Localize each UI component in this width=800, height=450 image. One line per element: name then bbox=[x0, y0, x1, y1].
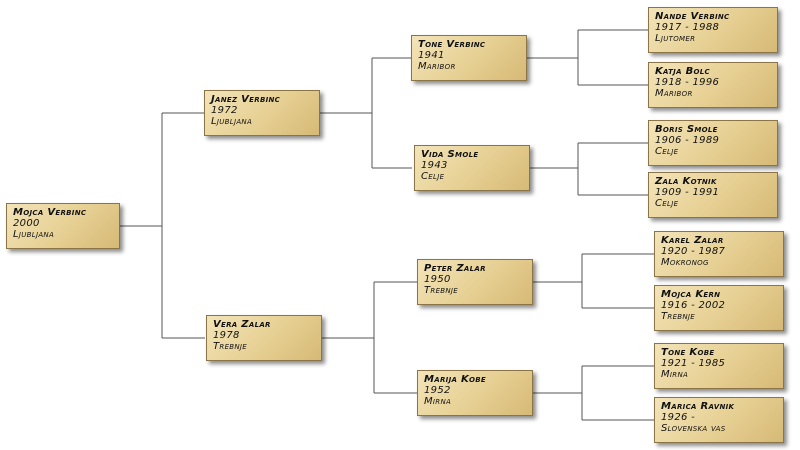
person-date: 1921 - 1985 bbox=[661, 358, 726, 369]
person-name: Vida Smole bbox=[421, 149, 479, 160]
person-date: 1941 bbox=[418, 50, 445, 61]
person-name: Tone Verbinc bbox=[418, 39, 486, 50]
person-date: 1978 bbox=[213, 330, 240, 341]
person-place: Celje bbox=[421, 171, 445, 182]
person-date: 1909 - 1991 bbox=[655, 187, 720, 198]
person-name: Mojca Kern bbox=[661, 289, 721, 300]
person-date: 1950 bbox=[424, 274, 451, 285]
person-name: Zala Kotnik bbox=[655, 176, 717, 187]
person-place: Mirna bbox=[661, 369, 689, 380]
person-name: Marija Kobe bbox=[424, 374, 486, 385]
person-date: 1926 - bbox=[661, 412, 696, 423]
person-card-vera-zalar[interactable]: Vera Zalar 1978 Trebnje bbox=[206, 315, 322, 361]
person-card-nande-verbinc[interactable]: Nande Verbinc 1917 - 1988 Ljutomer bbox=[648, 7, 778, 53]
person-name: Peter Zalar bbox=[424, 263, 486, 274]
connector-janez bbox=[320, 57, 412, 169]
connector-vera bbox=[322, 281, 418, 394]
person-card-mojca-verbinc[interactable]: Mojca Verbinc 2000 Ljubljana bbox=[6, 203, 120, 249]
person-card-vida-smole[interactable]: Vida Smole 1943 Celje bbox=[414, 145, 530, 191]
person-card-marica-ravnik[interactable]: Marica Ravnik 1926 - Slovenska vas bbox=[654, 397, 784, 443]
person-card-zala-kotnik[interactable]: Zala Kotnik 1909 - 1991 Celje bbox=[648, 172, 778, 218]
person-place: Maribor bbox=[655, 88, 693, 99]
person-place: Trebnje bbox=[424, 285, 459, 296]
person-card-mojca-kern[interactable]: Mojca Kern 1916 - 2002 Trebnje bbox=[654, 285, 784, 331]
person-name: Janez Verbinc bbox=[211, 94, 281, 105]
connector-vida bbox=[530, 142, 648, 196]
person-date: 1917 - 1988 bbox=[655, 22, 720, 33]
person-card-marija-kobe[interactable]: Marija Kobe 1952 Mirna bbox=[417, 370, 533, 416]
person-place: Maribor bbox=[418, 61, 456, 72]
person-date: 1918 - 1996 bbox=[655, 77, 720, 88]
person-date: 1952 bbox=[424, 385, 451, 396]
person-place: Trebnje bbox=[213, 341, 248, 352]
person-place: Ljubljana bbox=[211, 116, 253, 127]
person-place: Celje bbox=[655, 198, 679, 209]
person-place: Slovenska vas bbox=[661, 423, 726, 434]
connector-peter bbox=[533, 253, 654, 309]
person-name: Marica Ravnik bbox=[661, 401, 735, 412]
person-name: Vera Zalar bbox=[213, 319, 271, 330]
person-date: 1920 - 1987 bbox=[661, 246, 726, 257]
person-date: 1916 - 2002 bbox=[661, 300, 726, 311]
connector-root bbox=[120, 112, 205, 339]
person-name: Boris Smole bbox=[655, 124, 718, 135]
person-name: Karel Zalar bbox=[661, 235, 724, 246]
person-place: Trebnje bbox=[661, 311, 696, 322]
person-card-janez-verbinc[interactable]: Janez Verbinc 1972 Ljubljana bbox=[204, 90, 320, 136]
person-place: Celje bbox=[655, 146, 679, 157]
person-date: 1972 bbox=[211, 105, 238, 116]
connector-marija bbox=[533, 365, 654, 421]
connector-tone bbox=[527, 29, 648, 86]
person-date: 1943 bbox=[421, 160, 448, 171]
person-name: Katja Bolc bbox=[655, 66, 710, 77]
person-card-peter-zalar[interactable]: Peter Zalar 1950 Trebnje bbox=[417, 259, 533, 305]
person-place: Mokronog bbox=[661, 257, 709, 268]
person-place: Mirna bbox=[424, 396, 452, 407]
person-date: 1906 - 1989 bbox=[655, 135, 720, 146]
person-card-tone-verbinc[interactable]: Tone Verbinc 1941 Maribor bbox=[411, 35, 527, 81]
person-place: Ljutomer bbox=[655, 33, 696, 44]
person-card-katja-bolc[interactable]: Katja Bolc 1918 - 1996 Maribor bbox=[648, 62, 778, 108]
person-name: Mojca Verbinc bbox=[13, 207, 87, 218]
person-name: Nande Verbinc bbox=[655, 11, 730, 22]
person-name: Tone Kobe bbox=[661, 347, 715, 358]
person-date: 2000 bbox=[13, 218, 40, 229]
person-card-boris-smole[interactable]: Boris Smole 1906 - 1989 Celje bbox=[648, 120, 778, 166]
person-card-karel-zalar[interactable]: Karel Zalar 1920 - 1987 Mokronog bbox=[654, 231, 784, 277]
person-card-tone-kobe[interactable]: Tone Kobe 1921 - 1985 Mirna bbox=[654, 343, 784, 389]
person-place: Ljubljana bbox=[13, 229, 55, 240]
